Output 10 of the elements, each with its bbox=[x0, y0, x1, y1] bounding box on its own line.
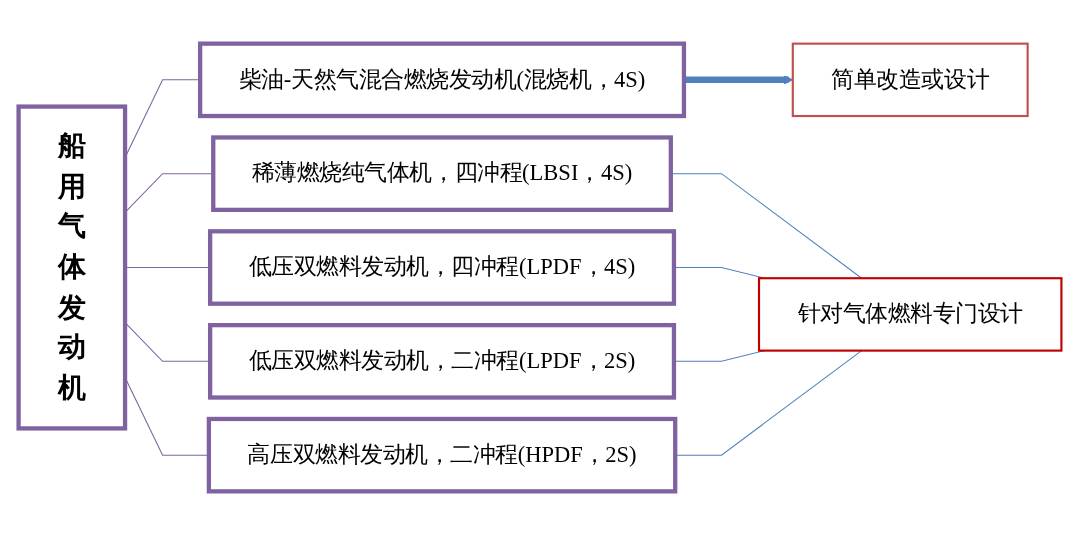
node-box: 简单改造或设计 bbox=[791, 42, 1029, 118]
node-box: 稀薄燃烧纯气体机，四冲程(LBSI，4S) bbox=[211, 135, 673, 212]
node-box: 柴油-天然气混合燃烧发动机(混烧机，4S) bbox=[198, 41, 687, 119]
node-box: 低压双燃料发动机，四冲程(LPDF，4S) bbox=[207, 229, 677, 306]
connector bbox=[674, 350, 863, 456]
node-box: 低压双燃料发动机，二冲程(LPDF，2S) bbox=[207, 323, 677, 400]
node-box: 船用气体发动机 bbox=[16, 104, 128, 431]
node-box: 高压双燃料发动机，二冲程(HPDF，2S) bbox=[206, 416, 678, 494]
node-box: 针对气体燃料专门设计 bbox=[757, 277, 1063, 352]
arrow bbox=[683, 75, 794, 85]
